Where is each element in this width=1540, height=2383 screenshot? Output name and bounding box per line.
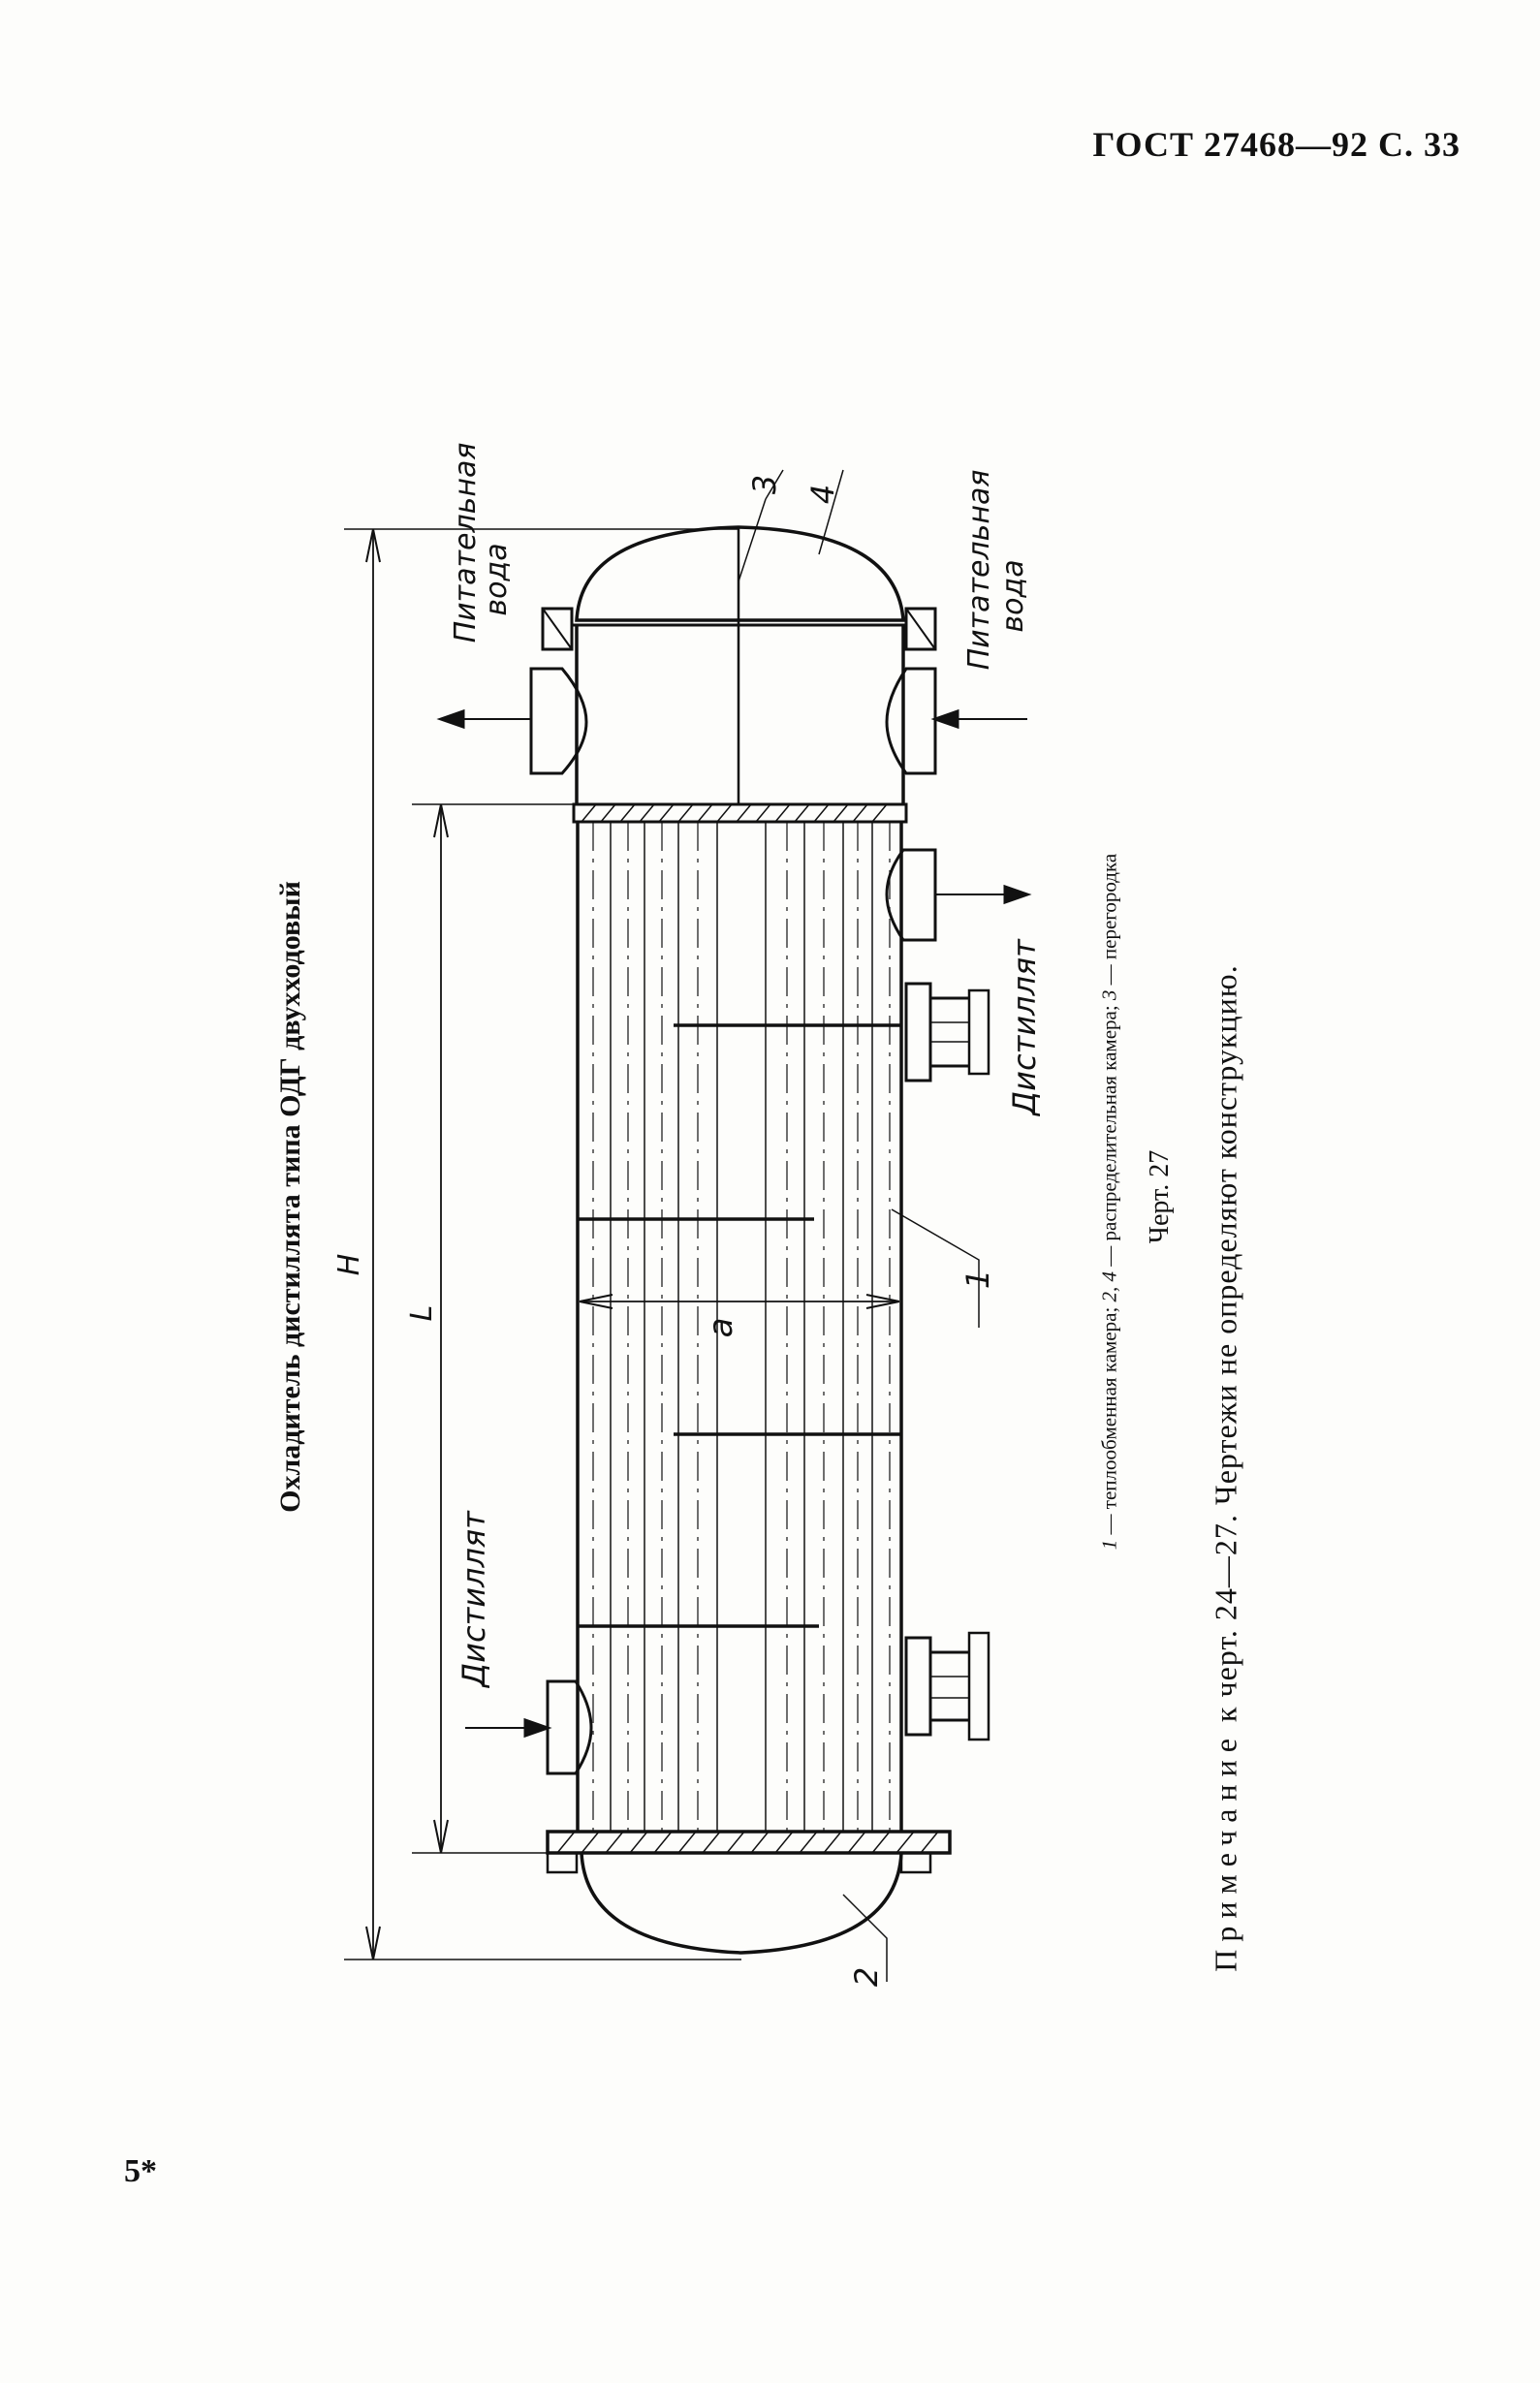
page-header: ГОСТ 27468—92 С. 33: [1092, 125, 1461, 164]
top-head: [575, 525, 905, 622]
label-part-2: 2: [848, 1967, 885, 1987]
feed-water-nozzle-right: [885, 667, 937, 775]
feed-water-left-line1: Питательная: [449, 443, 483, 643]
bottom-tube-sheet: [546, 1830, 952, 1855]
drawing-legend: 1 — теплообменная камера; 2, 4 — распред…: [1097, 853, 1121, 1551]
label-part-3: 3: [746, 475, 783, 494]
label-part-1: 1: [959, 1270, 996, 1289]
side-fitting-lower: [904, 1636, 932, 1737]
feed-water-right-line2: вода: [996, 559, 1030, 632]
top-flange-left: [541, 607, 574, 651]
note: Примечание к черт. 24—27. Чертежи не опр…: [1209, 964, 1244, 1971]
bottom-head: [580, 1852, 903, 1955]
distillate-outlet-nozzle: [885, 848, 937, 942]
page-mark: 5*: [124, 2153, 157, 2189]
label-a: a: [702, 1318, 740, 1338]
note-word: Примечание: [1208, 1731, 1243, 1972]
feed-water-right-line1: Питательная: [962, 470, 996, 671]
distillate-outlet-label: Дистиллят: [1006, 938, 1043, 1117]
note-text: к черт. 24—27. Чертежи не определяют кон…: [1208, 964, 1243, 1732]
side-fitting-upper: [904, 982, 932, 1082]
top-tube-sheet: [572, 802, 908, 824]
distillate-inlet-label: Дистиллят: [456, 1510, 492, 1689]
top-flange-right: [904, 607, 937, 651]
distillate-inlet-nozzle: [546, 1679, 593, 1775]
label-L: L: [405, 1305, 439, 1322]
label-H: H: [332, 1254, 366, 1276]
figure-label: Черт. 27: [1145, 1149, 1175, 1244]
feed-water-nozzle-left: [529, 667, 588, 775]
label-part-4: 4: [804, 485, 841, 504]
feed-water-left-line2: вода: [480, 543, 514, 615]
